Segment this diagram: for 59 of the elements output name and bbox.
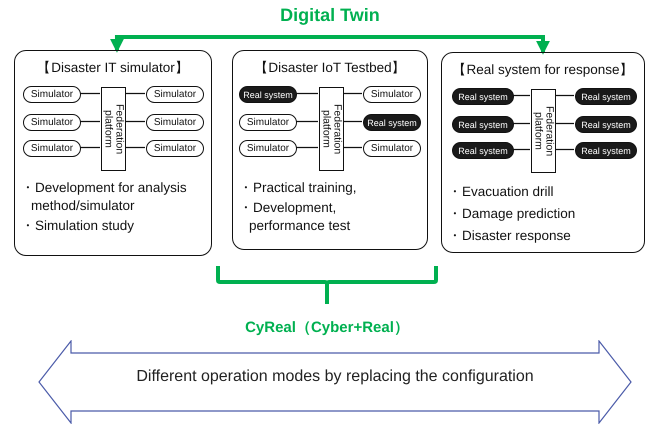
panel-card: [441, 52, 645, 253]
panel-card: [14, 50, 212, 256]
banner-text: Different operation modes by replacing the configuration: [135, 368, 535, 386]
connector-line: [80, 120, 100, 122]
platform-box: [319, 87, 344, 171]
bullet-item: ・Development for analysis method/simulator: [21, 179, 188, 215]
connector-line: [555, 148, 574, 150]
real-system-pill: Real system: [575, 88, 637, 105]
connector-line: [296, 146, 318, 148]
real-system-pill: Real system: [452, 116, 514, 133]
simulator-pill: Simulator: [23, 114, 81, 131]
double-arrow-banner: [38, 340, 632, 424]
bullet-item: ・Evacuation drill: [448, 183, 555, 201]
simulator-pill: Simulator: [363, 140, 421, 157]
simulator-pill: Simulator: [146, 140, 204, 157]
simulator-pill: Simulator: [146, 86, 204, 103]
connector-line: [513, 94, 530, 96]
connector-line: [80, 146, 100, 148]
real-system-pill: Real system: [575, 142, 637, 159]
real-system-pill: Real system: [575, 116, 637, 133]
connector-line: [343, 92, 362, 94]
connector-line: [296, 120, 318, 122]
simulator-pill: Simulator: [23, 140, 81, 157]
simulator-pill: Simulator: [363, 86, 421, 103]
platform-label: Federation platform: [102, 102, 124, 156]
connector-line: [513, 148, 530, 150]
panel-title: 【Disaster IT simulator】: [36, 59, 190, 77]
connector-line: [125, 92, 145, 94]
platform-label: Federation platform: [320, 102, 342, 156]
platform-box: [531, 89, 556, 173]
real-system-pill: Real system: [452, 88, 514, 105]
connector-line: [555, 94, 574, 96]
arrow: [110, 35, 550, 55]
real-system-pill: Real system: [452, 142, 514, 159]
group-label: CyReal（Cyber+Real）: [245, 318, 409, 337]
bullet-item: ・Disaster response: [448, 227, 572, 245]
real-system-pill: Real system: [363, 114, 421, 131]
bullet-item: ・Practical training,: [239, 179, 358, 197]
connector-line: [80, 92, 100, 94]
connector-line: [513, 122, 530, 124]
connector-line: [125, 120, 145, 122]
bullet-item: ・Simulation study: [21, 217, 136, 235]
simulator-pill: Simulator: [146, 114, 204, 131]
panel-title: 【Disaster IoT Testbed】: [253, 59, 407, 77]
panel-title: 【Real system for response】: [451, 61, 635, 79]
platform-label: Federation platform: [532, 104, 554, 158]
bullet-item: ・Development, performance test: [239, 199, 352, 235]
panel-card: [232, 50, 428, 250]
bullet-item: ・Damage prediction: [448, 205, 576, 223]
connector-line: [555, 122, 574, 124]
connector-line: [125, 146, 145, 148]
connector-line: [296, 92, 318, 94]
connector-line: [343, 146, 362, 148]
simulator-pill: Simulator: [23, 86, 81, 103]
platform-box: [101, 87, 126, 171]
connector-line: [343, 120, 362, 122]
real-system-pill: Real system: [239, 86, 297, 103]
simulator-pill: Simulator: [239, 140, 297, 157]
simulator-pill: Simulator: [239, 114, 297, 131]
